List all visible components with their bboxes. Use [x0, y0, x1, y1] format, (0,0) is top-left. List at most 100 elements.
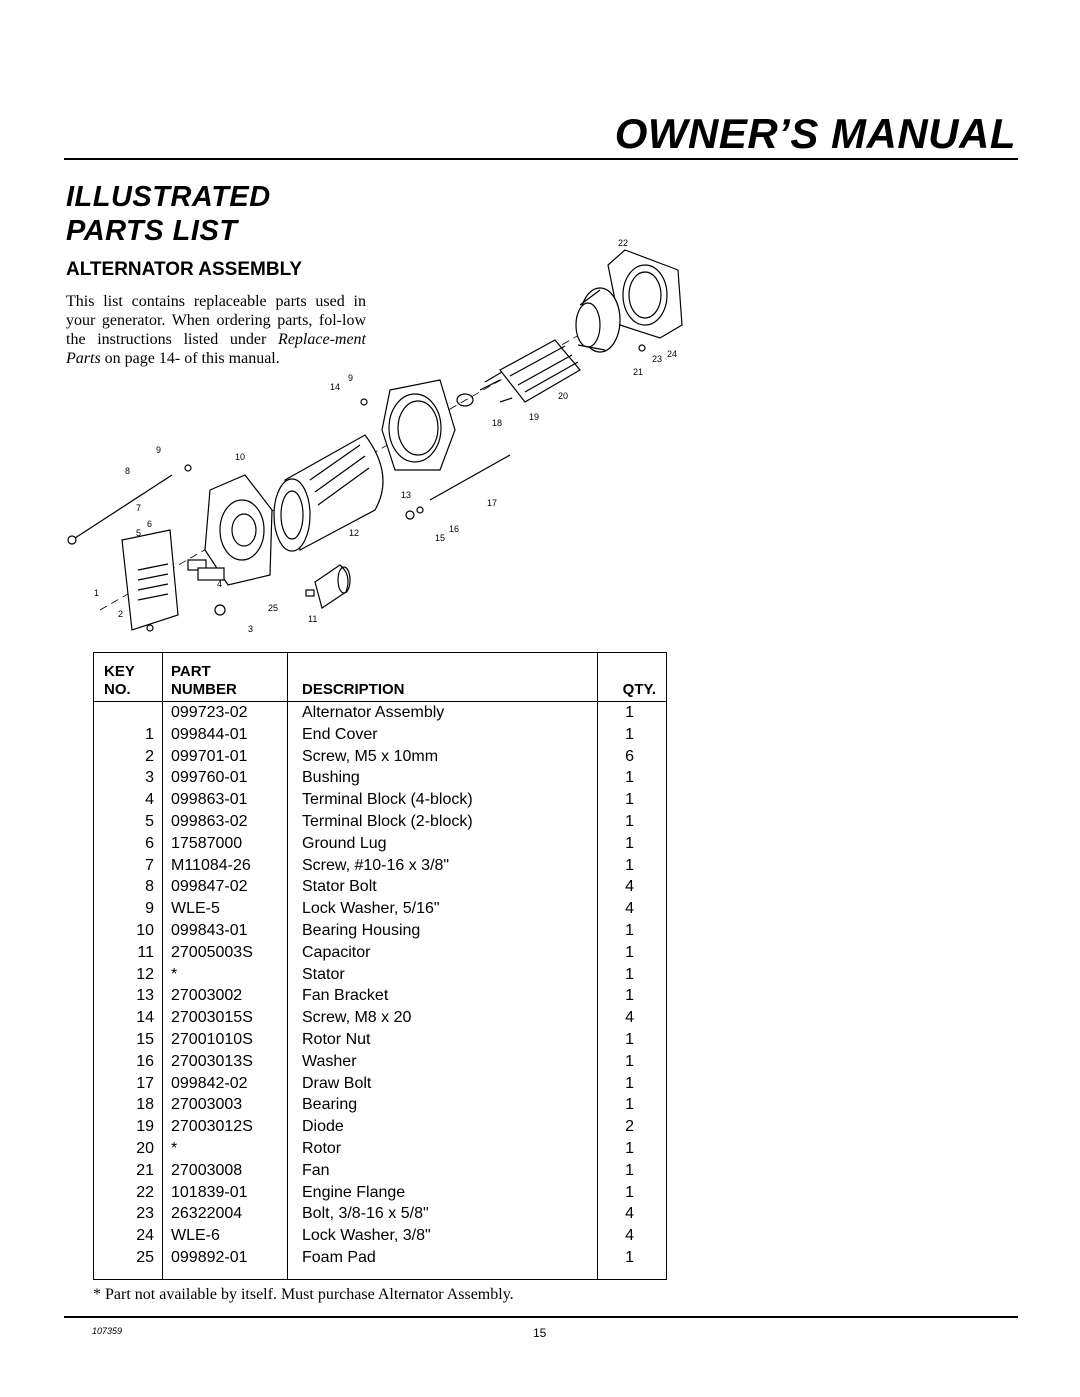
cell-qty: 1	[597, 985, 667, 1008]
cell-qty: 1	[597, 1072, 667, 1095]
cell-key-no: 12	[93, 963, 163, 986]
header-divider	[64, 158, 1018, 160]
cell-key-no: 6	[93, 832, 163, 855]
header-key-line-1: KEY	[104, 663, 135, 680]
cell-part-number: 099760-01	[162, 767, 288, 790]
cell-part-number: 099863-01	[162, 789, 288, 811]
cell-key-no: 16	[93, 1050, 163, 1073]
callout-5: 5	[136, 528, 141, 538]
cell-key-no: 2	[93, 745, 163, 768]
cell-key-no: 4	[93, 789, 163, 811]
cell-description: Screw, #10-16 x 3/8"	[287, 854, 598, 877]
cell-key-no: 9	[93, 898, 163, 920]
bushing-shape	[214, 604, 226, 616]
cell-description: Bolt, 3/8-16 x 5/8"	[287, 1203, 598, 1226]
terminal-block-2-shape	[187, 559, 207, 571]
cell-qty: 1	[597, 854, 667, 877]
cell-qty: 1	[597, 1050, 667, 1073]
cell-key-no: 17	[93, 1072, 163, 1095]
callout-12: 12	[349, 528, 359, 538]
capacitor-shape	[314, 564, 351, 609]
callout-1: 1	[94, 588, 99, 598]
cell-part-number: WLE-6	[162, 1225, 288, 1247]
cell-key-no: 15	[93, 1028, 163, 1051]
end-cover-shape	[121, 529, 179, 631]
cell-qty: 4	[597, 876, 667, 899]
cell-key-no: 24	[93, 1225, 163, 1247]
intro-text-italic: Replace-ment Parts	[66, 331, 366, 367]
cell-part-number: WLE-5	[162, 898, 288, 920]
cell-description: Screw, M8 x 20	[287, 1007, 598, 1029]
cell-description: Foam Pad	[287, 1246, 598, 1280]
cell-description: Lock Washer, 3/8"	[287, 1225, 598, 1247]
intro-text-end: on page 14- of this manual.	[100, 350, 280, 367]
callout-24: 24	[667, 349, 677, 359]
subsection-title: ALTERNATOR ASSEMBLY	[66, 259, 303, 280]
section-title: ILLUSTRATED PARTS LIST	[66, 180, 271, 248]
cell-part-number: 099701-01	[162, 745, 288, 768]
cell-part-number: M11084-26	[162, 854, 288, 877]
cell-part-number: 27003003	[162, 1094, 288, 1117]
header-key-line-2: NO.	[104, 681, 131, 698]
callout-14: 14	[330, 382, 340, 392]
cell-part-number: 27003013S	[162, 1050, 288, 1073]
cell-qty: 2	[597, 1116, 667, 1138]
cell-description: Diode	[287, 1116, 598, 1138]
callout-23: 23	[652, 354, 662, 364]
callout-21: 21	[633, 367, 643, 377]
cell-qty: 4	[597, 1007, 667, 1029]
callout-17: 17	[487, 498, 497, 508]
cell-key-no: 20	[93, 1137, 163, 1160]
callout-11: 11	[308, 614, 317, 624]
cell-qty: 1	[597, 1159, 667, 1182]
cell-key-no: 19	[93, 1116, 163, 1138]
cell-part-number: 27003015S	[162, 1007, 288, 1029]
callout-22: 22	[618, 238, 628, 248]
callout-4: 4	[217, 579, 222, 589]
cell-part-number: 099723-02	[162, 701, 288, 724]
cell-part-number: 27003012S	[162, 1116, 288, 1138]
stator-shape	[273, 434, 384, 552]
screw-m5-shape	[146, 624, 154, 632]
manual-title: OWNER’S MANUAL	[614, 110, 1016, 157]
rotor-shape	[479, 339, 581, 403]
cell-key-no: 14	[93, 1007, 163, 1029]
fan-shape	[575, 287, 621, 353]
stator-bolt-head	[67, 535, 77, 545]
callout-13: 13	[401, 490, 411, 500]
cell-qty: 1	[597, 789, 667, 811]
terminal-block-4-shape	[197, 567, 225, 581]
cell-qty: 1	[597, 1028, 667, 1051]
cell-qty: 1	[597, 701, 667, 724]
callout-25: 25	[268, 603, 278, 613]
cell-description: Rotor Nut	[287, 1028, 598, 1051]
cell-description: Terminal Block (4-block)	[287, 789, 598, 811]
cell-description: Capacitor	[287, 941, 598, 964]
cell-key-no: 1	[93, 723, 163, 746]
cell-qty: 6	[597, 745, 667, 768]
cell-part-number: *	[162, 1137, 288, 1160]
cell-part-number: 27005003S	[162, 941, 288, 964]
fan-bracket-shape	[381, 379, 456, 471]
header-part-line-1: PART	[171, 663, 211, 680]
cell-key-no: 22	[93, 1181, 163, 1204]
